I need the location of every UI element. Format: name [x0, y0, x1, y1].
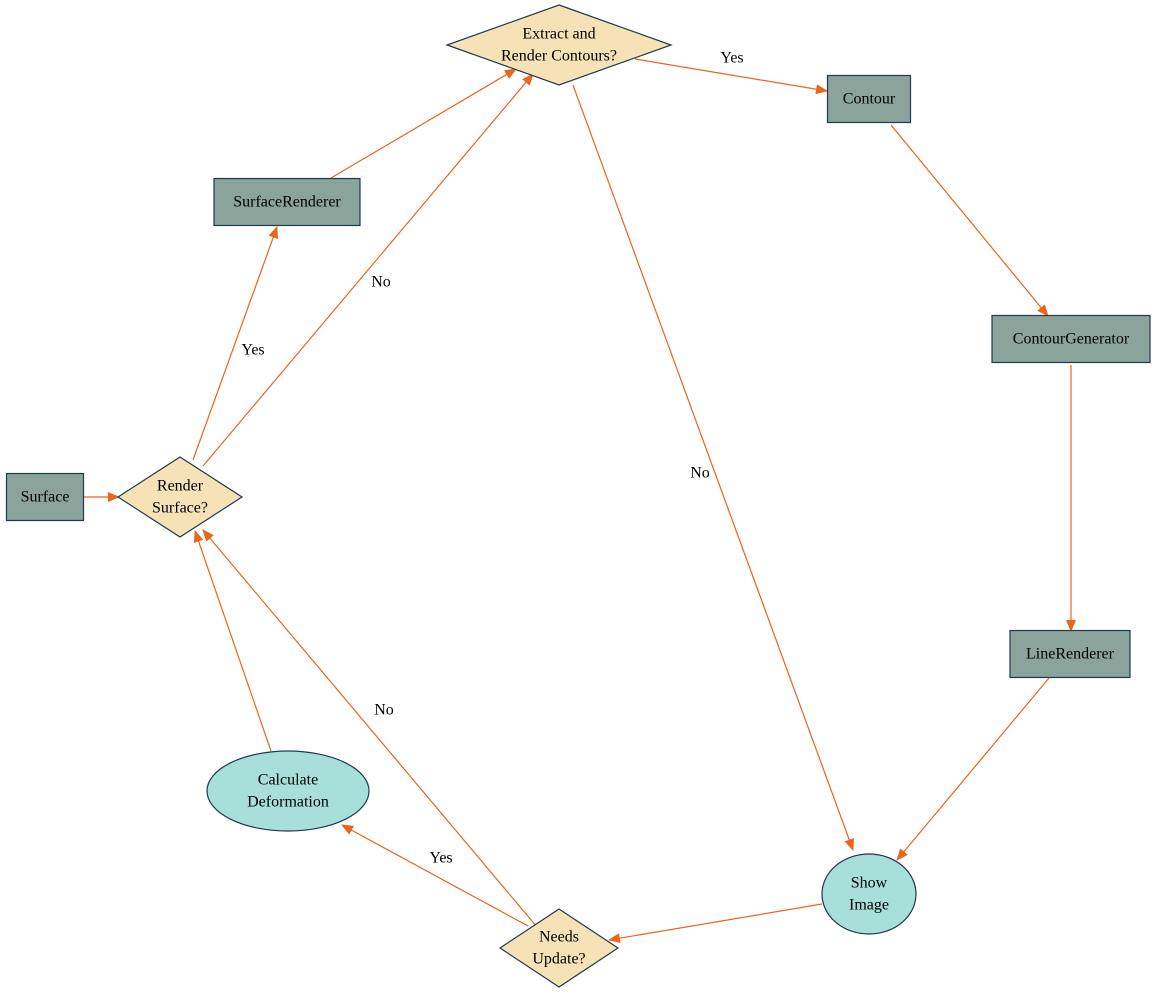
- process-box: [991, 314, 1151, 364]
- process-box: [5, 472, 85, 522]
- edge-needs-update-to-calculate-deformation: [341, 824, 529, 927]
- decision-diamond: [116, 456, 244, 538]
- terminal-ellipse: [206, 750, 370, 832]
- terminal-ellipse: [821, 853, 917, 935]
- node-label: Image: [849, 897, 889, 914]
- edge-label-needs-update-to-render-surface: No: [374, 702, 394, 719]
- edge-extract-contours-to-contour: [634, 58, 828, 95]
- node-surface-renderer: SurfaceRenderer: [213, 177, 361, 227]
- node-label: Extract and: [522, 26, 595, 43]
- edges-layer: [84, 58, 1076, 944]
- node-label: Show: [851, 875, 888, 892]
- edge-surface-renderer-to-extract-contours: [330, 68, 517, 179]
- node-label: Surface?: [152, 500, 208, 517]
- edge-line-renderer-to-show-image: [896, 677, 1050, 861]
- node-label: SurfaceRenderer: [233, 194, 341, 211]
- decision-diamond: [498, 908, 620, 988]
- node-label: Needs: [539, 929, 579, 946]
- node-label: Render: [157, 478, 204, 495]
- node-contour: Contour: [826, 74, 912, 124]
- process-box: [1009, 629, 1131, 679]
- edge-render-surface-to-extract-contours: [202, 73, 534, 467]
- process-box: [826, 74, 912, 124]
- edge-show-image-to-needs-update: [608, 903, 823, 944]
- edge-extract-contours-to-show-image: [572, 84, 854, 851]
- node-label: Update?: [532, 951, 585, 968]
- node-line-renderer: LineRenderer: [1009, 629, 1131, 679]
- edge-label-needs-update-to-calculate-deformation: Yes: [429, 850, 452, 867]
- edge-label-extract-contours-to-show-image: No: [690, 465, 710, 482]
- node-label: Render Contours?: [501, 48, 617, 65]
- node-label: Contour: [843, 91, 896, 108]
- node-label: Calculate: [258, 772, 318, 789]
- edge-needs-update-to-render-surface: [202, 529, 538, 928]
- edge-calculate-deformation-to-render-surface: [193, 530, 272, 752]
- node-label: LineRenderer: [1026, 646, 1115, 663]
- edge-label-extract-contours-to-contour: Yes: [720, 50, 743, 67]
- node-label: ContourGenerator: [1013, 331, 1130, 348]
- node-label: Surface: [21, 489, 70, 506]
- edge-label-render-surface-to-surface-renderer: Yes: [241, 342, 264, 359]
- edge-contour-to-contour-generator: [890, 124, 1049, 317]
- node-surface: Surface: [5, 472, 85, 522]
- process-box: [213, 177, 361, 227]
- edge-render-surface-to-surface-renderer: [192, 226, 278, 461]
- node-label: Deformation: [247, 794, 329, 811]
- decision-diamond: [445, 4, 673, 86]
- node-contour-generator: ContourGenerator: [991, 314, 1151, 364]
- edge-label-render-surface-to-extract-contours: No: [371, 274, 391, 291]
